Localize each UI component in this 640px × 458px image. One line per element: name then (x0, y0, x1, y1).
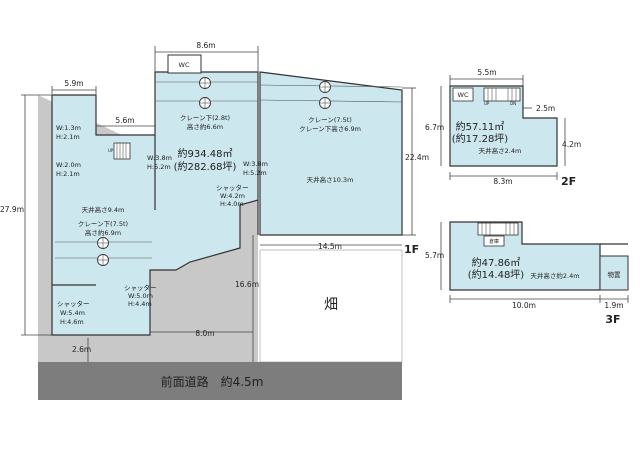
crane-c-line1: クレーン下(7.5t) (78, 220, 128, 228)
dim-2-6: 2.6m (72, 345, 91, 354)
shutter-c-h: H:4.6m (60, 318, 84, 326)
floor3-small-room-label: 倉庫 (489, 238, 499, 245)
floor3-area-sqm: 約47.86㎡ (472, 256, 521, 269)
floor2-area-sqm: 約57.11㎡ (456, 120, 505, 133)
floor2-dim-2-5: 2.5m (536, 104, 555, 113)
ceiling-left: 天井高さ9.4m (82, 205, 125, 214)
shutter-a-h: H:4.0m (220, 200, 244, 208)
floor1-label: 1F (404, 243, 419, 256)
floor3-storage-label: 物置 (608, 270, 622, 279)
opening-b-w: W:3.8m (243, 160, 268, 168)
floor1-stairs (113, 142, 131, 160)
floor1-dimensions (21, 46, 416, 362)
crane-hook-icon (97, 77, 331, 266)
floor3-dim-5-7: 5.7m (425, 251, 444, 260)
field-area (259, 249, 403, 363)
floor1-right-section (259, 71, 403, 236)
shutter-b-h: H:4.4m (128, 300, 152, 308)
floor3-stairs (477, 222, 519, 236)
floor1-area-sqm: 約934.48㎡ (178, 147, 233, 160)
floor2-dn: DN (510, 101, 516, 106)
dim-27-9: 27.9m (0, 205, 24, 214)
floor2-dim-5-5: 5.5m (477, 68, 496, 77)
shutter-c-w: W:5.4m (60, 309, 85, 317)
ceiling-right: 天井高さ10.3m (307, 175, 354, 184)
dim-8-0: 8.0m (195, 329, 214, 338)
floor2-dim-6-7: 6.7m (425, 123, 444, 132)
floor1-up-label: UP (108, 148, 114, 153)
opening-mid-w: W:2.0m (56, 161, 81, 169)
floor2-dim-8-3: 8.3m (493, 177, 512, 186)
floor2-stairs (483, 87, 521, 102)
floor1-wc-label: WC (179, 61, 190, 69)
front-road (38, 362, 402, 400)
crane-a-line1: クレーン下(2.8t) (180, 114, 230, 122)
crane-b-line1: クレーン(7.5t) (308, 116, 352, 124)
dim-14-5: 14.5m (318, 242, 342, 251)
floor3-storage (599, 255, 629, 291)
floor2-up: UP (484, 101, 490, 106)
crane-c-line2: 高さ約6.9m (85, 228, 121, 237)
floor1-area-tsubo: (約282.68坪) (174, 160, 237, 173)
shutter-a-label: シャッター (216, 183, 249, 192)
opening-b-h: H:5.2m (243, 169, 267, 177)
shutter-c-label: シャッター (57, 299, 90, 308)
floor3-dim-10-0: 10.0m (512, 301, 536, 310)
crane-a-line2: 高さ約6.6m (187, 122, 223, 131)
floor3-small-room (483, 235, 505, 247)
floor2-wc-label: WC (458, 91, 469, 99)
floor3-label: 3F (605, 313, 620, 326)
floor3-dim-1-9: 1.9m (604, 301, 623, 310)
opening-left-w: W:1.3m (56, 124, 81, 132)
shutter-b-w: W:5.0m (128, 292, 153, 300)
floor2-wc (452, 87, 474, 102)
opening-a-w: W:3.8m (147, 154, 172, 162)
floor3-area-tsubo: (約14.48坪) (468, 268, 525, 281)
crane-b-line2: クレーン下高さ6.9m (299, 124, 361, 133)
shutter-b-label: シャッター (124, 283, 157, 292)
dim-5-6: 5.6m (115, 116, 134, 125)
floor2-dim-4-2: 4.2m (562, 140, 581, 149)
floor3-ceiling: 天井高さ約2.4m (530, 271, 579, 280)
dim-5-9: 5.9m (64, 79, 83, 88)
floor2-label: 2F (561, 175, 576, 188)
floor2-dimensions (440, 75, 566, 180)
floor3-dimensions (440, 222, 629, 303)
opening-mid-h: H:2.1m (56, 170, 80, 178)
field-label: 畑 (324, 297, 338, 313)
road-label: 前面道路 約4.5m (161, 374, 264, 389)
shutter-a-w: W:4.2m (220, 192, 245, 200)
opening-a-h: H:5.2m (147, 163, 171, 171)
floor1-wc (167, 54, 202, 74)
opening-left-h: H:2.1m (56, 133, 80, 141)
floor2-ceiling: 天井高さ2.4m (479, 146, 522, 155)
floor2-area-tsubo: (約17.28坪) (452, 132, 509, 145)
dim-16-6: 16.6m (235, 280, 259, 289)
dim-22-4: 22.4m (405, 153, 429, 162)
dim-8-6: 8.6m (196, 41, 215, 50)
